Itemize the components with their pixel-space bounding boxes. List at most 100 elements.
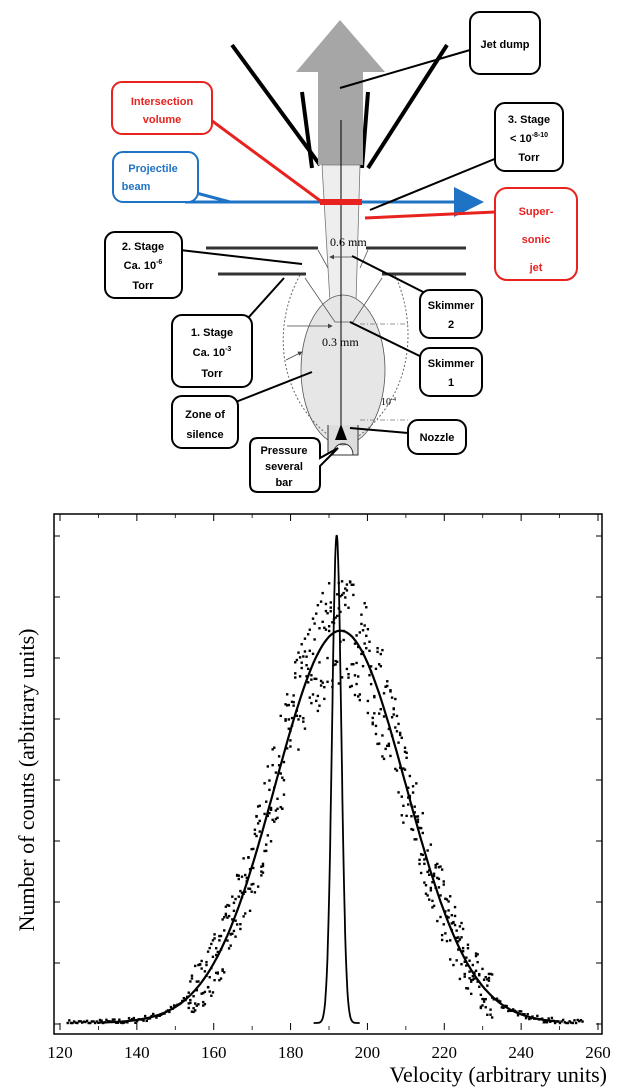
data-point bbox=[193, 1009, 197, 1012]
data-point bbox=[365, 606, 368, 609]
data-point bbox=[436, 876, 439, 880]
data-point bbox=[210, 942, 213, 946]
data-point bbox=[528, 1017, 531, 1021]
data-point bbox=[187, 991, 190, 994]
data-point bbox=[97, 1021, 100, 1024]
data-point bbox=[315, 612, 318, 615]
data-point bbox=[486, 1013, 489, 1016]
data-point bbox=[263, 849, 266, 853]
data-point bbox=[469, 980, 473, 983]
data-point bbox=[211, 939, 215, 942]
data-point bbox=[368, 640, 371, 643]
data-point bbox=[366, 711, 370, 715]
data-point bbox=[442, 923, 445, 926]
data-point bbox=[416, 818, 420, 821]
data-point bbox=[365, 634, 368, 638]
zone-box bbox=[171, 395, 239, 449]
data-point bbox=[168, 1010, 171, 1014]
data-point bbox=[318, 661, 321, 664]
data-point bbox=[390, 716, 394, 719]
data-point bbox=[486, 984, 489, 987]
data-point bbox=[415, 815, 418, 818]
data-point bbox=[316, 709, 320, 713]
data-point bbox=[248, 909, 252, 913]
dim-06-label: 0.6 mm bbox=[330, 235, 367, 249]
supersonic-label-1: Super- bbox=[519, 206, 554, 218]
data-point bbox=[300, 661, 303, 664]
data-point bbox=[247, 856, 250, 859]
data-point bbox=[290, 700, 294, 704]
data-point bbox=[261, 862, 265, 866]
data-point bbox=[350, 663, 353, 666]
data-point bbox=[282, 793, 286, 796]
pressure-box bbox=[249, 437, 339, 493]
data-point bbox=[386, 744, 389, 748]
data-point bbox=[458, 938, 462, 941]
data-point bbox=[261, 864, 265, 868]
data-point bbox=[502, 1006, 505, 1010]
data-point bbox=[82, 1020, 86, 1023]
data-point bbox=[202, 991, 205, 995]
data-point bbox=[313, 622, 316, 625]
data-point bbox=[190, 977, 194, 980]
pressure-label-1: Pressure bbox=[260, 445, 307, 457]
data-point bbox=[547, 1017, 550, 1020]
data-point bbox=[121, 1021, 124, 1025]
data-point bbox=[269, 806, 273, 810]
data-point bbox=[377, 663, 381, 666]
data-point bbox=[518, 1010, 521, 1013]
data-point bbox=[76, 1021, 79, 1025]
skimmer1-label-2: 1 bbox=[448, 377, 454, 389]
data-point bbox=[206, 950, 210, 953]
data-point bbox=[368, 649, 371, 653]
data-point bbox=[342, 591, 345, 595]
skimmer1-cone bbox=[304, 277, 383, 323]
data-point bbox=[235, 923, 239, 926]
data-point bbox=[416, 815, 420, 818]
data-point bbox=[574, 1021, 578, 1025]
data-point bbox=[323, 697, 326, 701]
data-point bbox=[487, 972, 491, 976]
data-point bbox=[237, 877, 240, 881]
data-point bbox=[208, 990, 211, 993]
data-point bbox=[79, 1020, 82, 1023]
data-point bbox=[376, 650, 379, 654]
stage3-label-3: Torr bbox=[518, 152, 540, 164]
data-point bbox=[74, 1021, 77, 1024]
apparatus-diagram: 0.6 mm 0.3 mm 10-4 Jet dump Intersection… bbox=[104, 11, 578, 493]
data-point bbox=[316, 694, 320, 698]
pressure-label-2: several bbox=[265, 461, 303, 473]
data-point bbox=[365, 646, 368, 650]
data-point bbox=[226, 939, 229, 942]
data-point bbox=[357, 695, 360, 698]
data-point bbox=[563, 1021, 566, 1024]
data-point bbox=[203, 1002, 207, 1006]
data-point bbox=[550, 1016, 554, 1020]
dim-small-label: 10-4 bbox=[381, 397, 396, 408]
data-point bbox=[357, 675, 360, 678]
data-point bbox=[369, 665, 373, 668]
data-point bbox=[213, 933, 216, 936]
supersonic-label-3: jet bbox=[529, 262, 543, 274]
leader-stage1 bbox=[247, 277, 285, 319]
data-point bbox=[269, 840, 273, 843]
data-point bbox=[558, 1021, 562, 1025]
data-point bbox=[305, 655, 308, 658]
data-point bbox=[206, 986, 210, 989]
data-point bbox=[239, 922, 242, 926]
data-point bbox=[69, 1021, 73, 1025]
data-point bbox=[292, 701, 295, 704]
dump-wall-right-outer bbox=[366, 43, 449, 170]
data-point bbox=[310, 674, 313, 677]
data-point bbox=[489, 972, 492, 976]
data-point bbox=[224, 905, 228, 908]
data-point bbox=[345, 589, 349, 592]
data-point bbox=[248, 887, 252, 891]
data-point bbox=[439, 865, 442, 868]
data-point bbox=[287, 703, 291, 707]
data-point bbox=[389, 754, 392, 758]
data-point bbox=[402, 804, 405, 808]
data-point bbox=[360, 652, 363, 656]
data-point bbox=[566, 1021, 570, 1025]
data-point bbox=[474, 952, 478, 955]
